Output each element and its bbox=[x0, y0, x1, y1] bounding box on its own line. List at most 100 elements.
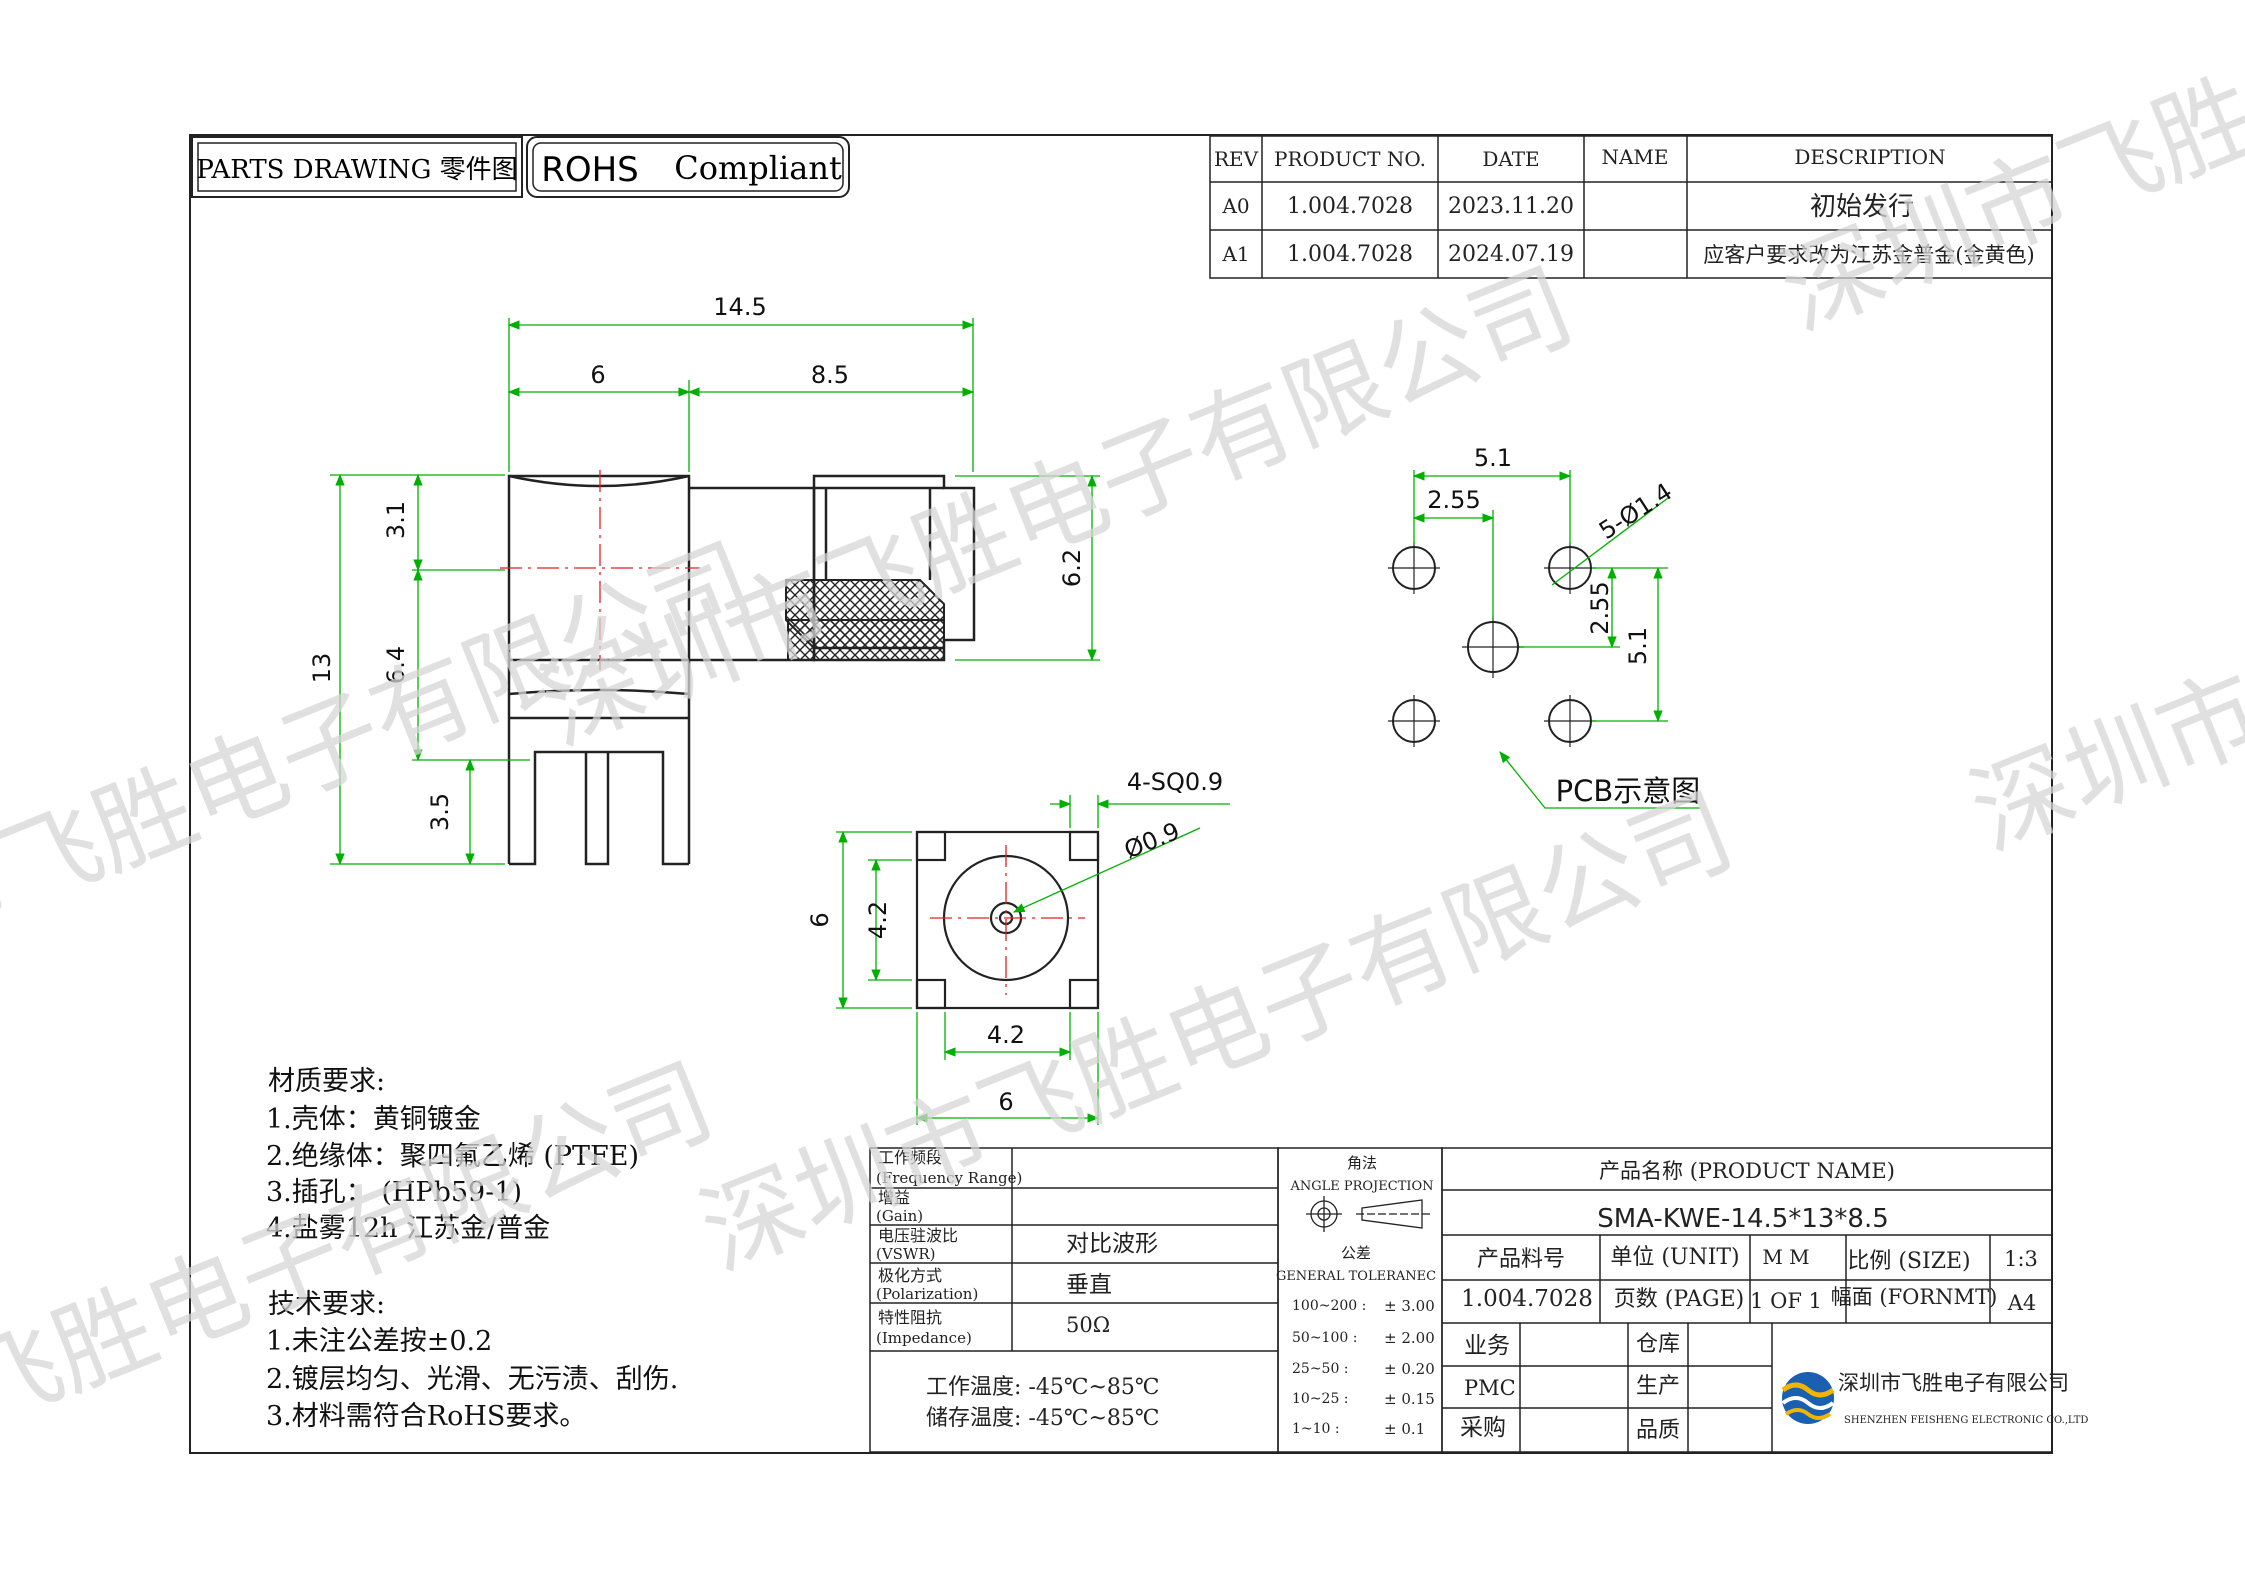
name-header: NAME bbox=[1601, 145, 1668, 169]
material-item-4: 4.盐雾12h 江苏金/普金 bbox=[266, 1213, 550, 1244]
pcb-view: 5.1 2.55 5-Ø1.4 2.55 5.1 PCB示意图 bbox=[1388, 444, 1701, 809]
tolerance-title-en: GENERAL TOLERANEC bbox=[1276, 1269, 1436, 1284]
projection-symbol bbox=[1306, 1196, 1430, 1232]
tol-range-1: 100~200 : bbox=[1292, 1298, 1366, 1314]
tol-range-2: 50~100 : bbox=[1292, 1330, 1357, 1346]
elec-freq-cn: 工作频段 bbox=[878, 1148, 942, 1167]
storage-temp: 储存温度: -45℃~85℃ bbox=[926, 1406, 1159, 1431]
page-label: 页数 (PAGE) bbox=[1614, 1287, 1744, 1312]
pcb-dim-holes: 5-Ø1.4 bbox=[1594, 477, 1677, 545]
description-header: DESCRIPTION bbox=[1794, 145, 1945, 169]
pcb-dim-half: 2.55 bbox=[1427, 486, 1480, 514]
scale-label: 比例 (SIZE) bbox=[1847, 1249, 1970, 1274]
elec-imp-value: 50Ω bbox=[1066, 1313, 1110, 1337]
date-a1: 2024.07.19 bbox=[1448, 242, 1574, 267]
front-dim-sq: 4-SQ0.9 bbox=[1127, 768, 1223, 796]
front-dim-h-outer: 6 bbox=[806, 912, 834, 927]
dim-mid: 6.4 bbox=[382, 646, 410, 684]
header-rohs: ROHS Compliant bbox=[526, 136, 850, 198]
dim-right: 8.5 bbox=[811, 361, 849, 389]
header-parts-drawing: PARTS DRAWING 零件图 bbox=[191, 136, 523, 198]
technical-item-2: 2.镀层均匀、光滑、无污渍、刮伤. bbox=[266, 1364, 678, 1395]
tol-value-2: ± 2.00 bbox=[1384, 1329, 1435, 1347]
front-dim-h-inner: 4.2 bbox=[864, 901, 892, 939]
dim-height: 13 bbox=[308, 653, 336, 684]
watermark-2: 深圳市飞胜电子有限公司 bbox=[685, 772, 1749, 1293]
technical-item-1: 1.未注公差按±0.2 bbox=[266, 1326, 492, 1357]
tol-range-5: 1~10 : bbox=[1292, 1421, 1340, 1437]
format-value: A4 bbox=[2007, 1291, 2037, 1315]
tol-range-4: 10~25 : bbox=[1292, 1391, 1349, 1407]
unit-label: 单位 (UNIT) bbox=[1610, 1245, 1739, 1270]
format-label: 幅面 (FORNMT) bbox=[1831, 1285, 1998, 1309]
material-item-1: 1.壳体：黄铜镀金 bbox=[266, 1104, 481, 1135]
front-dim-w-outer: 6 bbox=[998, 1088, 1013, 1116]
description-a1: 应客户要求改为江苏金普金(金黄色) bbox=[1703, 243, 2034, 267]
dim-left: 6 bbox=[590, 361, 605, 389]
projection-title-en: ANGLE PROJECTION bbox=[1289, 1179, 1433, 1194]
company-name-cn: 深圳市飞胜电子有限公司 bbox=[1838, 1371, 2069, 1395]
elec-vswr-value: 对比波形 bbox=[1066, 1231, 1158, 1257]
compliant-label: Compliant bbox=[674, 149, 842, 187]
watermark-3: 深圳市飞胜电子有限公司 bbox=[0, 522, 769, 1043]
rohs-label: ROHS bbox=[541, 150, 639, 190]
signoff-pmc: PMC bbox=[1464, 1376, 1516, 1400]
pcb-label: PCB示意图 bbox=[1556, 774, 1701, 808]
material-title: 材质要求: bbox=[268, 1066, 385, 1097]
dim-total-width: 14.5 bbox=[713, 293, 766, 321]
elec-freq-en: (Frequency Range) bbox=[876, 1169, 1022, 1187]
product-no-header: PRODUCT NO. bbox=[1274, 147, 1426, 171]
tol-range-3: 25~50 : bbox=[1292, 1361, 1349, 1377]
drawing-border bbox=[189, 134, 2053, 1454]
signoff-sales: 业务 bbox=[1464, 1333, 1510, 1359]
tol-value-3: ± 0.20 bbox=[1384, 1360, 1435, 1378]
technical-item-3: 3.材料需符合RoHS要求。 bbox=[266, 1401, 586, 1432]
elec-vswr-en: (VSWR) bbox=[876, 1245, 936, 1263]
unit-value: M M bbox=[1762, 1245, 1809, 1269]
rev-a0: A0 bbox=[1221, 194, 1249, 218]
tol-value-4: ± 0.15 bbox=[1384, 1390, 1435, 1408]
front-dim-w-inner: 4.2 bbox=[987, 1021, 1025, 1049]
signoff-quality: 品质 bbox=[1636, 1418, 1680, 1443]
product-name: SMA-KWE-14.5*13*8.5 bbox=[1597, 1204, 1889, 1234]
signoff-purchase: 采购 bbox=[1460, 1415, 1506, 1441]
material-item-2: 2.绝缘体：聚四氟乙烯 (PTFE) bbox=[266, 1141, 639, 1172]
description-a0: 初始发行 bbox=[1810, 192, 1914, 222]
elec-pol-en: (Polarization) bbox=[876, 1285, 978, 1303]
elec-imp-en: (Impedance) bbox=[876, 1329, 972, 1347]
elec-imp-cn: 特性阻抗 bbox=[878, 1308, 942, 1327]
signoff-production: 生产 bbox=[1636, 1374, 1680, 1399]
product-no-a0: 1.004.7028 bbox=[1287, 194, 1413, 219]
part-no-label: 产品料号 bbox=[1477, 1247, 1565, 1272]
parts-drawing-title: PARTS DRAWING 零件图 bbox=[196, 155, 517, 185]
dim-pin: 3.5 bbox=[426, 793, 454, 831]
elec-pol-cn: 极化方式 bbox=[878, 1266, 942, 1285]
pcb-dim-v-half: 2.55 bbox=[1586, 581, 1614, 634]
title-block bbox=[1441, 1147, 2053, 1453]
work-temp: 工作温度: -45℃~85℃ bbox=[926, 1375, 1159, 1400]
elec-gain-en: (Gain) bbox=[876, 1207, 923, 1225]
pcb-dim-v: 5.1 bbox=[1624, 627, 1652, 665]
tolerance-title-cn: 公差 bbox=[1341, 1244, 1371, 1262]
elec-gain-cn: 增益 bbox=[878, 1188, 910, 1207]
company-name-en: SHENZHEN FEISHENG ELECTRONIC CO.,LTD bbox=[1844, 1415, 2088, 1426]
pcb-dim-width: 5.1 bbox=[1474, 444, 1512, 472]
side-view: 14.5 6 8.5 13 3.1 6.4 3.5 6.2 bbox=[308, 293, 1100, 866]
dim-top: 3.1 bbox=[382, 501, 410, 539]
material-item-3: 3.插孔： (HPb59-1) bbox=[266, 1177, 522, 1208]
front-dim-pin: Ø0.9 bbox=[1120, 817, 1183, 864]
date-a0: 2023.11.20 bbox=[1448, 194, 1574, 219]
elec-pol-value: 垂直 bbox=[1066, 1272, 1112, 1298]
elec-vswr-cn: 电压驻波比 bbox=[878, 1226, 958, 1245]
watermark-6: 深圳市飞胜电子有限公司 bbox=[1955, 352, 2245, 873]
rev-header: REV bbox=[1214, 147, 1259, 171]
rev-a1: A1 bbox=[1221, 242, 1249, 266]
scale-value: 1:3 bbox=[2004, 1247, 2038, 1271]
product-name-label: 产品名称 (PRODUCT NAME) bbox=[1599, 1159, 1895, 1183]
product-no-a1: 1.004.7028 bbox=[1287, 242, 1413, 267]
watermark-5: 深圳市飞胜电子有限公司 bbox=[1765, 0, 2245, 352]
page-value: 1 OF 1 bbox=[1750, 1289, 1822, 1313]
tol-value-5: ± 0.1 bbox=[1384, 1420, 1425, 1438]
tol-value-1: ± 3.00 bbox=[1384, 1297, 1435, 1315]
